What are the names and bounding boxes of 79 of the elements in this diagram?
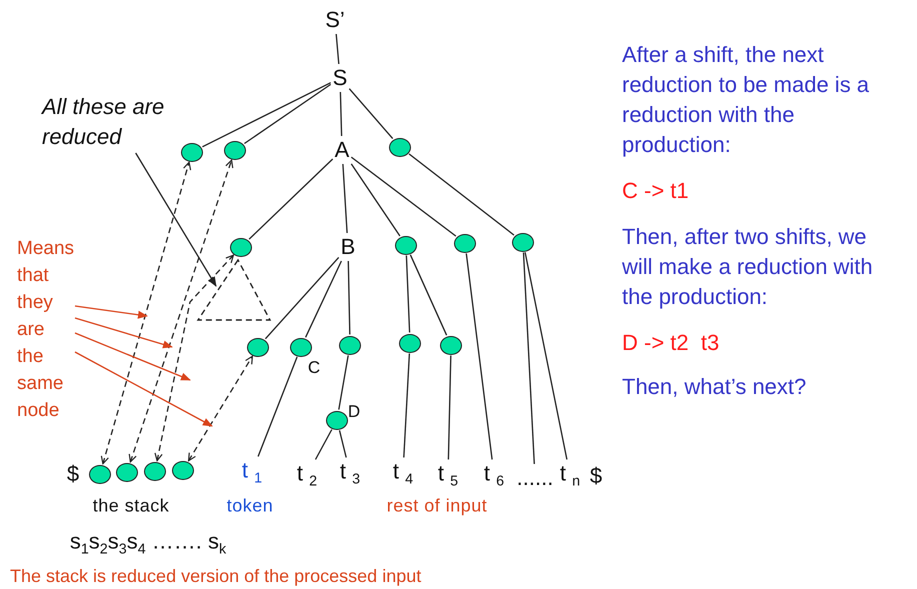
tree-edge bbox=[244, 84, 332, 144]
dashed-arrow bbox=[154, 254, 234, 462]
tree-node-circle bbox=[116, 462, 138, 482]
node-letter: C bbox=[308, 358, 320, 378]
tree-edge bbox=[448, 355, 452, 460]
tree-edge bbox=[342, 164, 348, 234]
tree-node-circle bbox=[172, 460, 194, 480]
tree-node-circle bbox=[440, 336, 462, 354]
leader-arrow bbox=[74, 317, 173, 348]
caption-text: token bbox=[226, 496, 274, 516]
annotation-text: All these are reduced bbox=[42, 92, 192, 152]
tree-node-circle bbox=[326, 410, 348, 430]
tree-edge bbox=[466, 253, 493, 460]
tree-node-circle bbox=[389, 138, 411, 156]
tree-edge bbox=[410, 254, 448, 336]
caption-text: the stack bbox=[92, 496, 170, 516]
tree-node-circle bbox=[144, 462, 166, 480]
dashed-arrow bbox=[100, 162, 192, 464]
symbol-label: S bbox=[332, 65, 348, 91]
production-note: After a shift, the next reduction to be made is a reduction with the production: bbox=[622, 41, 870, 159]
tree-node-circle bbox=[395, 236, 417, 254]
token-label: t $_{3}$ bbox=[340, 458, 360, 488]
production-note: Then, after two shifts, we will make a reduction with the production: bbox=[622, 223, 874, 311]
tree-node-circle bbox=[512, 232, 534, 252]
tree-edge bbox=[202, 82, 331, 148]
production-rule: D -> t2 t3 bbox=[622, 329, 720, 357]
tree-node-circle bbox=[339, 336, 361, 354]
tree-edge bbox=[264, 256, 340, 340]
tree-node-circle bbox=[89, 464, 111, 484]
caption-text: The stack is reduced version of the processed input bbox=[10, 566, 422, 587]
symbol-label: $ bbox=[590, 463, 602, 489]
token-label: t $_{n}$ bbox=[560, 460, 580, 490]
token-label: t $_{5}$ bbox=[438, 460, 458, 490]
caption-text: rest of input bbox=[386, 496, 488, 516]
tree-edge bbox=[338, 355, 349, 410]
leader-arrow bbox=[74, 305, 148, 319]
token-label: t $_{1}$ bbox=[242, 458, 262, 486]
token-label: t $_{6}$ bbox=[484, 460, 504, 490]
tree-edge bbox=[348, 88, 394, 140]
symbol-label: B bbox=[340, 234, 356, 260]
tree-edge bbox=[338, 430, 347, 458]
subtree-triangle bbox=[196, 258, 272, 322]
stack-symbols: s$_{1}$s$_{2}$s$_{3}$s$_{4}$ ……. s$_{k}$ bbox=[70, 528, 226, 558]
token-label: t $_{4}$ bbox=[392, 458, 414, 488]
tree-edge bbox=[408, 153, 514, 236]
tree-node-circle bbox=[399, 334, 421, 352]
production-rule: C -> t1 bbox=[622, 177, 690, 205]
dashed-arrow bbox=[128, 160, 234, 462]
symbol-label: A bbox=[334, 137, 350, 163]
symbol-label: $ bbox=[66, 461, 80, 487]
tree-edge bbox=[524, 252, 568, 460]
tree-edge bbox=[314, 429, 332, 460]
tree-edge bbox=[305, 260, 342, 338]
tree-edge bbox=[258, 356, 298, 457]
tree-edge bbox=[340, 92, 342, 136]
symbol-label: S’ bbox=[325, 7, 345, 33]
node-letter: D bbox=[348, 402, 360, 422]
tree-edge bbox=[522, 252, 535, 464]
tree-edge bbox=[406, 255, 410, 333]
tree-node-circle bbox=[247, 338, 269, 356]
arrow bbox=[135, 152, 217, 287]
annotation-text: Means that they are the same node bbox=[17, 235, 73, 424]
tree-node-circle bbox=[181, 142, 203, 162]
tree-edge bbox=[350, 164, 400, 236]
tree-node-circle bbox=[290, 338, 312, 356]
tree-node-circle bbox=[454, 234, 476, 252]
tree-node-circle bbox=[230, 238, 252, 256]
dashed-arrow bbox=[188, 356, 253, 462]
tree-edge bbox=[248, 158, 334, 240]
tree-node-circle bbox=[224, 140, 246, 160]
token-label: ...... bbox=[516, 465, 554, 491]
production-note: Then, what’s next? bbox=[622, 373, 808, 401]
tree-edge bbox=[336, 34, 340, 64]
tree-edge bbox=[350, 156, 456, 237]
tree-edge bbox=[348, 260, 350, 335]
leader-arrow bbox=[74, 332, 191, 381]
tree-edge bbox=[403, 353, 410, 458]
leader-arrow bbox=[74, 351, 213, 427]
token-label: t $_{2}$ bbox=[296, 460, 318, 490]
